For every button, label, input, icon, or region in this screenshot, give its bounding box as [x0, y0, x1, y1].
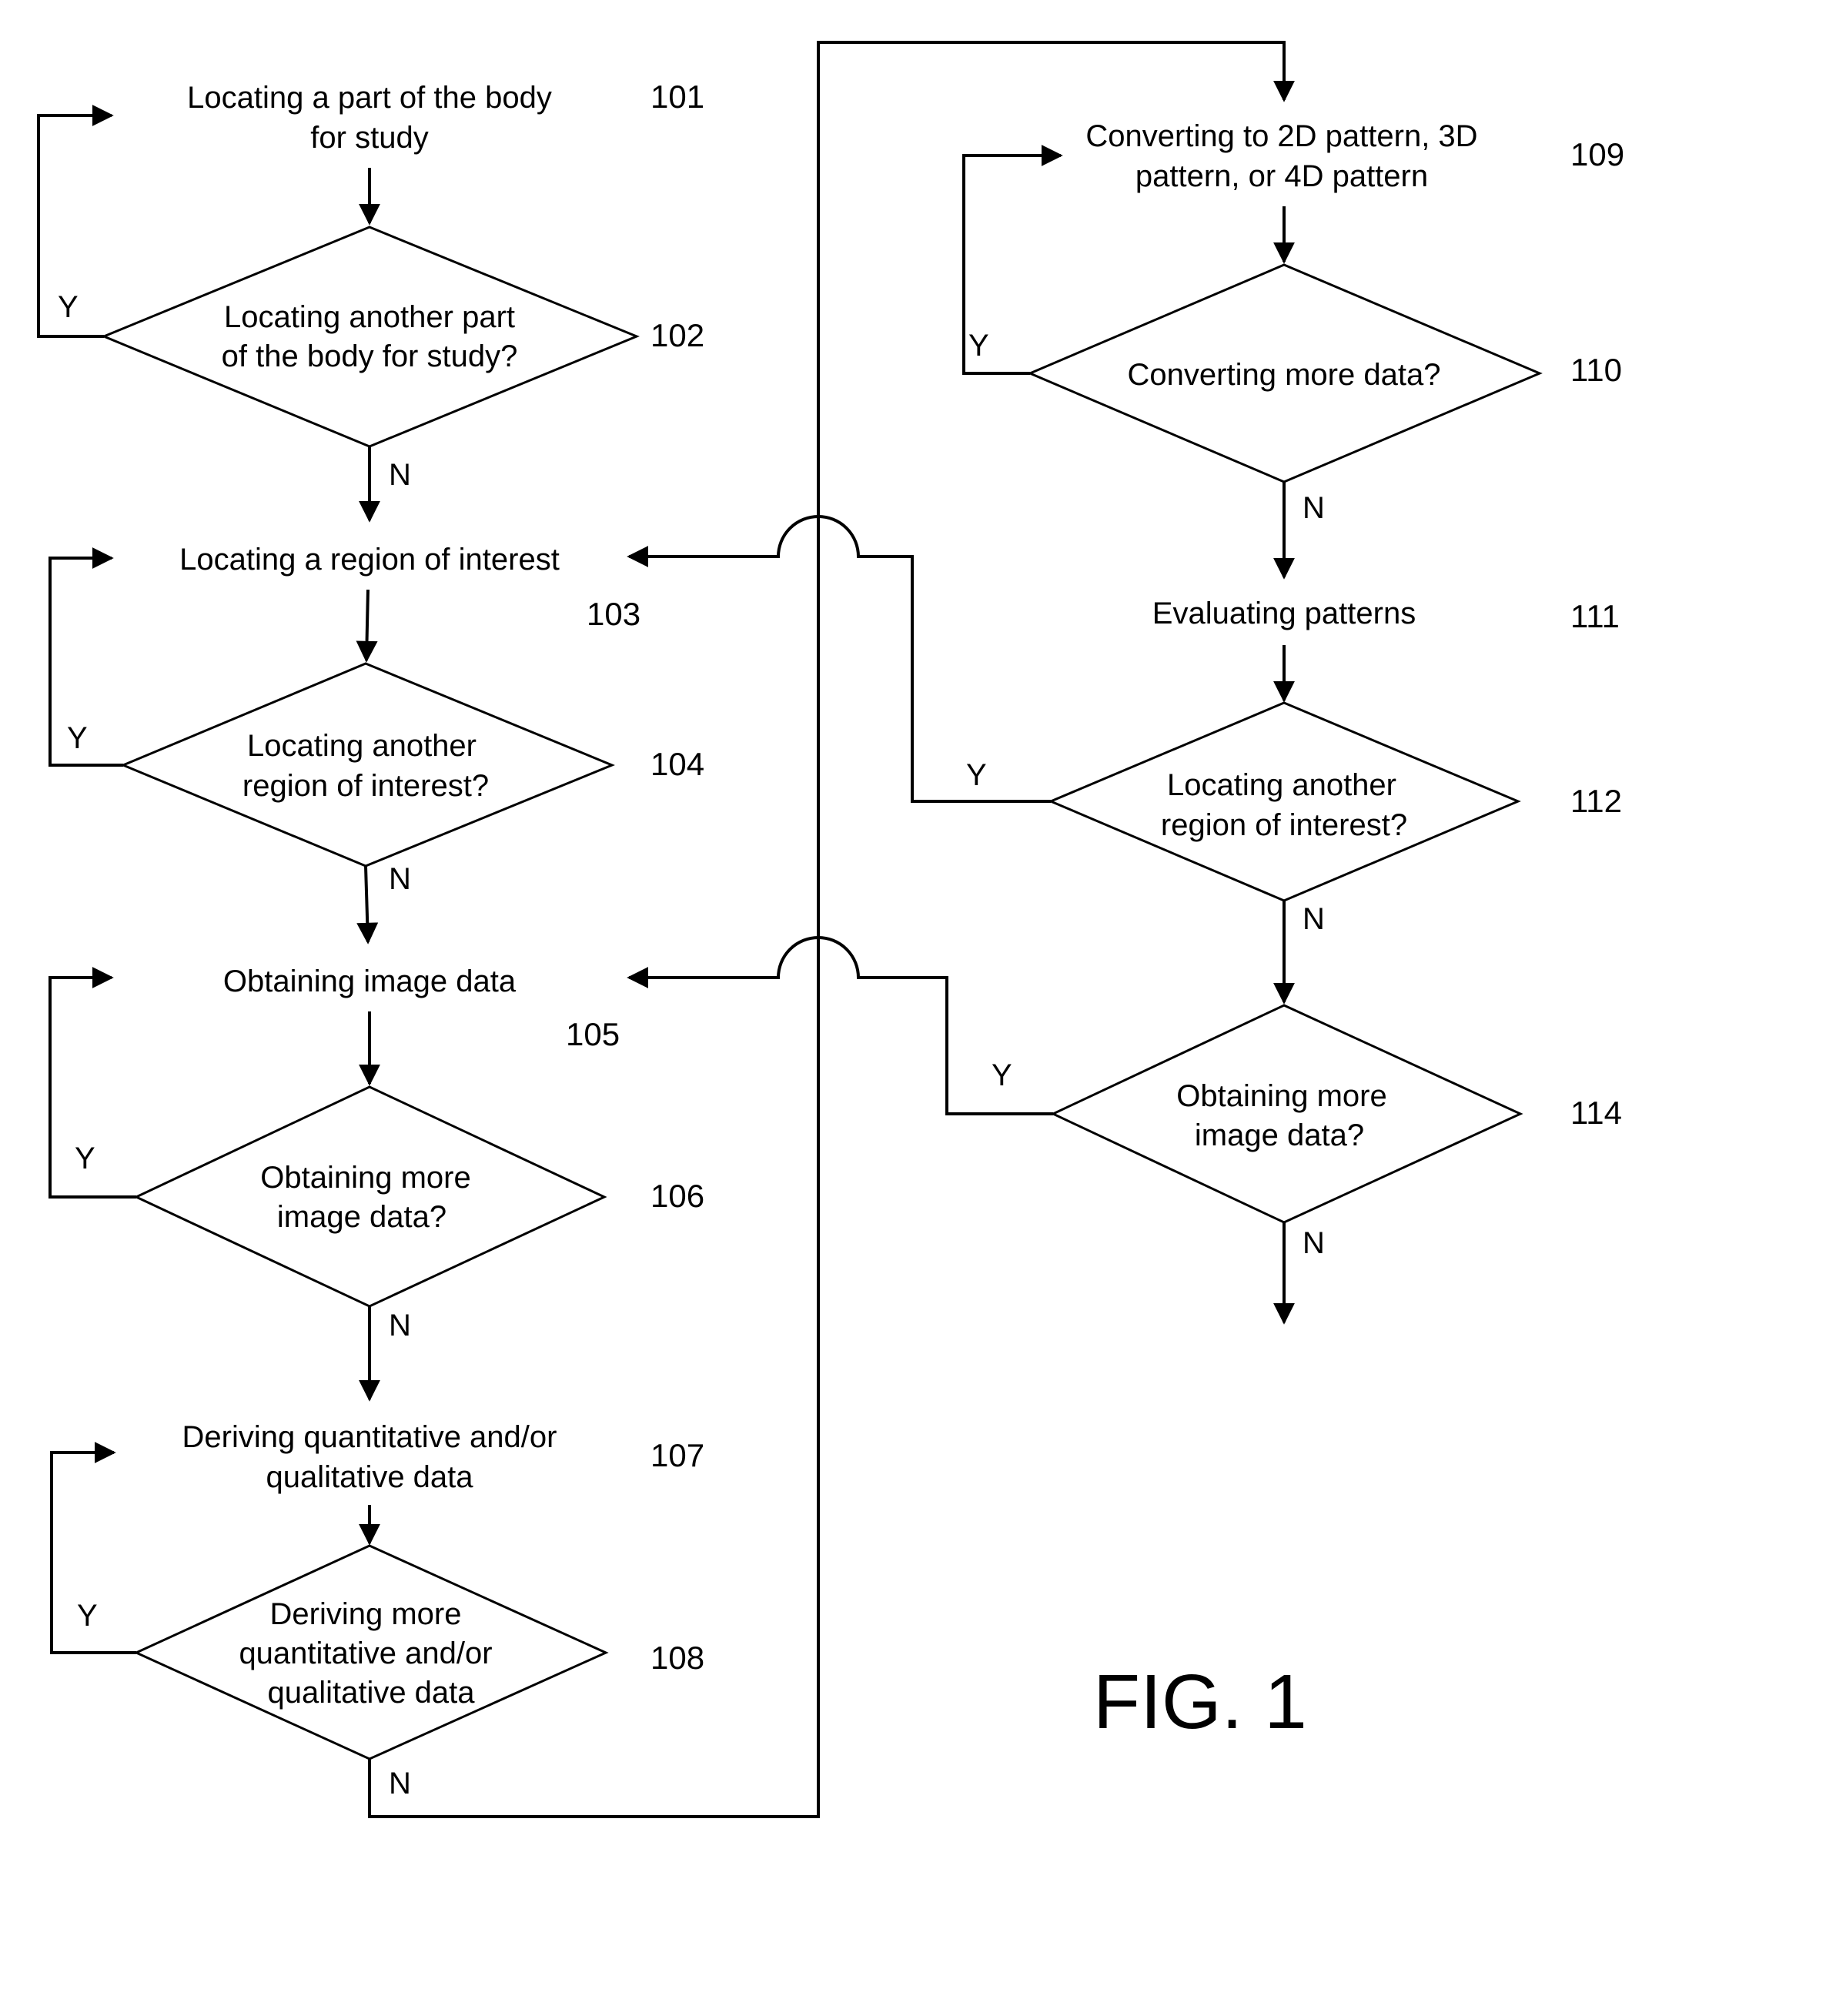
ref-106: 106	[650, 1178, 704, 1214]
label-102-no: N	[389, 458, 411, 492]
step-106-line-1: Obtaining more	[260, 1161, 470, 1195]
step-109-line-1: Converting to 2D pattern, 3D	[1085, 119, 1477, 153]
label-104-yes: Y	[67, 721, 88, 755]
step-104-line-1: Locating another	[247, 729, 477, 763]
label-112-yes: Y	[966, 758, 987, 792]
step-102-line-2: of the body for study?	[222, 339, 518, 373]
step-114-line-2: image data?	[1195, 1118, 1364, 1152]
step-103-text: Locating a region of interest	[179, 543, 560, 577]
decision-106-diamond	[136, 1087, 604, 1306]
step-107-line-2: qualitative data	[266, 1460, 473, 1494]
label-108-no: N	[389, 1767, 411, 1800]
step-110-text: Converting more data?	[1128, 358, 1441, 392]
arrow-104-105	[366, 866, 368, 942]
step-106-line-2: image data?	[277, 1200, 446, 1234]
ref-114: 114	[1570, 1095, 1622, 1131]
arrow-103-104	[366, 590, 368, 660]
step-114-line-1: Obtaining more	[1176, 1079, 1386, 1113]
decision-114-diamond	[1053, 1005, 1520, 1222]
ref-108: 108	[650, 1640, 704, 1676]
label-106-no: N	[389, 1309, 411, 1342]
label-114-no: N	[1303, 1226, 1325, 1260]
step-108-line-2: quantitative and/or	[239, 1637, 492, 1670]
label-102-yes: Y	[58, 290, 79, 324]
label-110-yes: Y	[968, 329, 989, 363]
label-114-yes: Y	[992, 1058, 1012, 1092]
label-108-yes: Y	[77, 1599, 98, 1633]
ref-107: 107	[650, 1437, 704, 1473]
step-102-line-1: Locating another part	[224, 300, 515, 334]
step-109-line-2: pattern, or 4D pattern	[1135, 159, 1428, 193]
ref-109: 109	[1570, 136, 1624, 172]
ref-101: 101	[650, 79, 704, 115]
step-111-text: Evaluating patterns	[1152, 597, 1416, 630]
step-108-line-3: qualitative data	[267, 1676, 475, 1710]
label-104-no: N	[389, 862, 411, 896]
decision-102-diamond	[104, 227, 637, 446]
step-104-line-2: region of interest?	[242, 769, 489, 803]
step-112-line-1: Locating another	[1167, 768, 1396, 802]
step-112-line-2: region of interest?	[1161, 808, 1407, 842]
step-105-text: Obtaining image data	[223, 965, 517, 998]
ref-112: 112	[1570, 783, 1622, 819]
step-108-line-1: Deriving more	[270, 1597, 462, 1631]
label-110-no: N	[1303, 491, 1325, 525]
ref-111: 111	[1570, 598, 1620, 634]
loop-114-yes-to-105	[629, 938, 1053, 1114]
ref-110: 110	[1570, 352, 1622, 388]
step-101-line-2: for study	[310, 121, 428, 155]
figure-label: FIG. 1	[1093, 1659, 1307, 1745]
ref-103: 103	[587, 596, 640, 632]
decision-104-diamond	[123, 664, 612, 866]
label-112-no: N	[1303, 902, 1325, 936]
label-106-yes: Y	[75, 1142, 95, 1175]
ref-104: 104	[650, 746, 704, 782]
step-101-line-1: Locating a part of the body	[187, 81, 552, 115]
ref-102: 102	[650, 317, 704, 353]
step-107-line-1: Deriving quantitative and/or	[182, 1420, 557, 1454]
ref-105: 105	[566, 1016, 620, 1052]
